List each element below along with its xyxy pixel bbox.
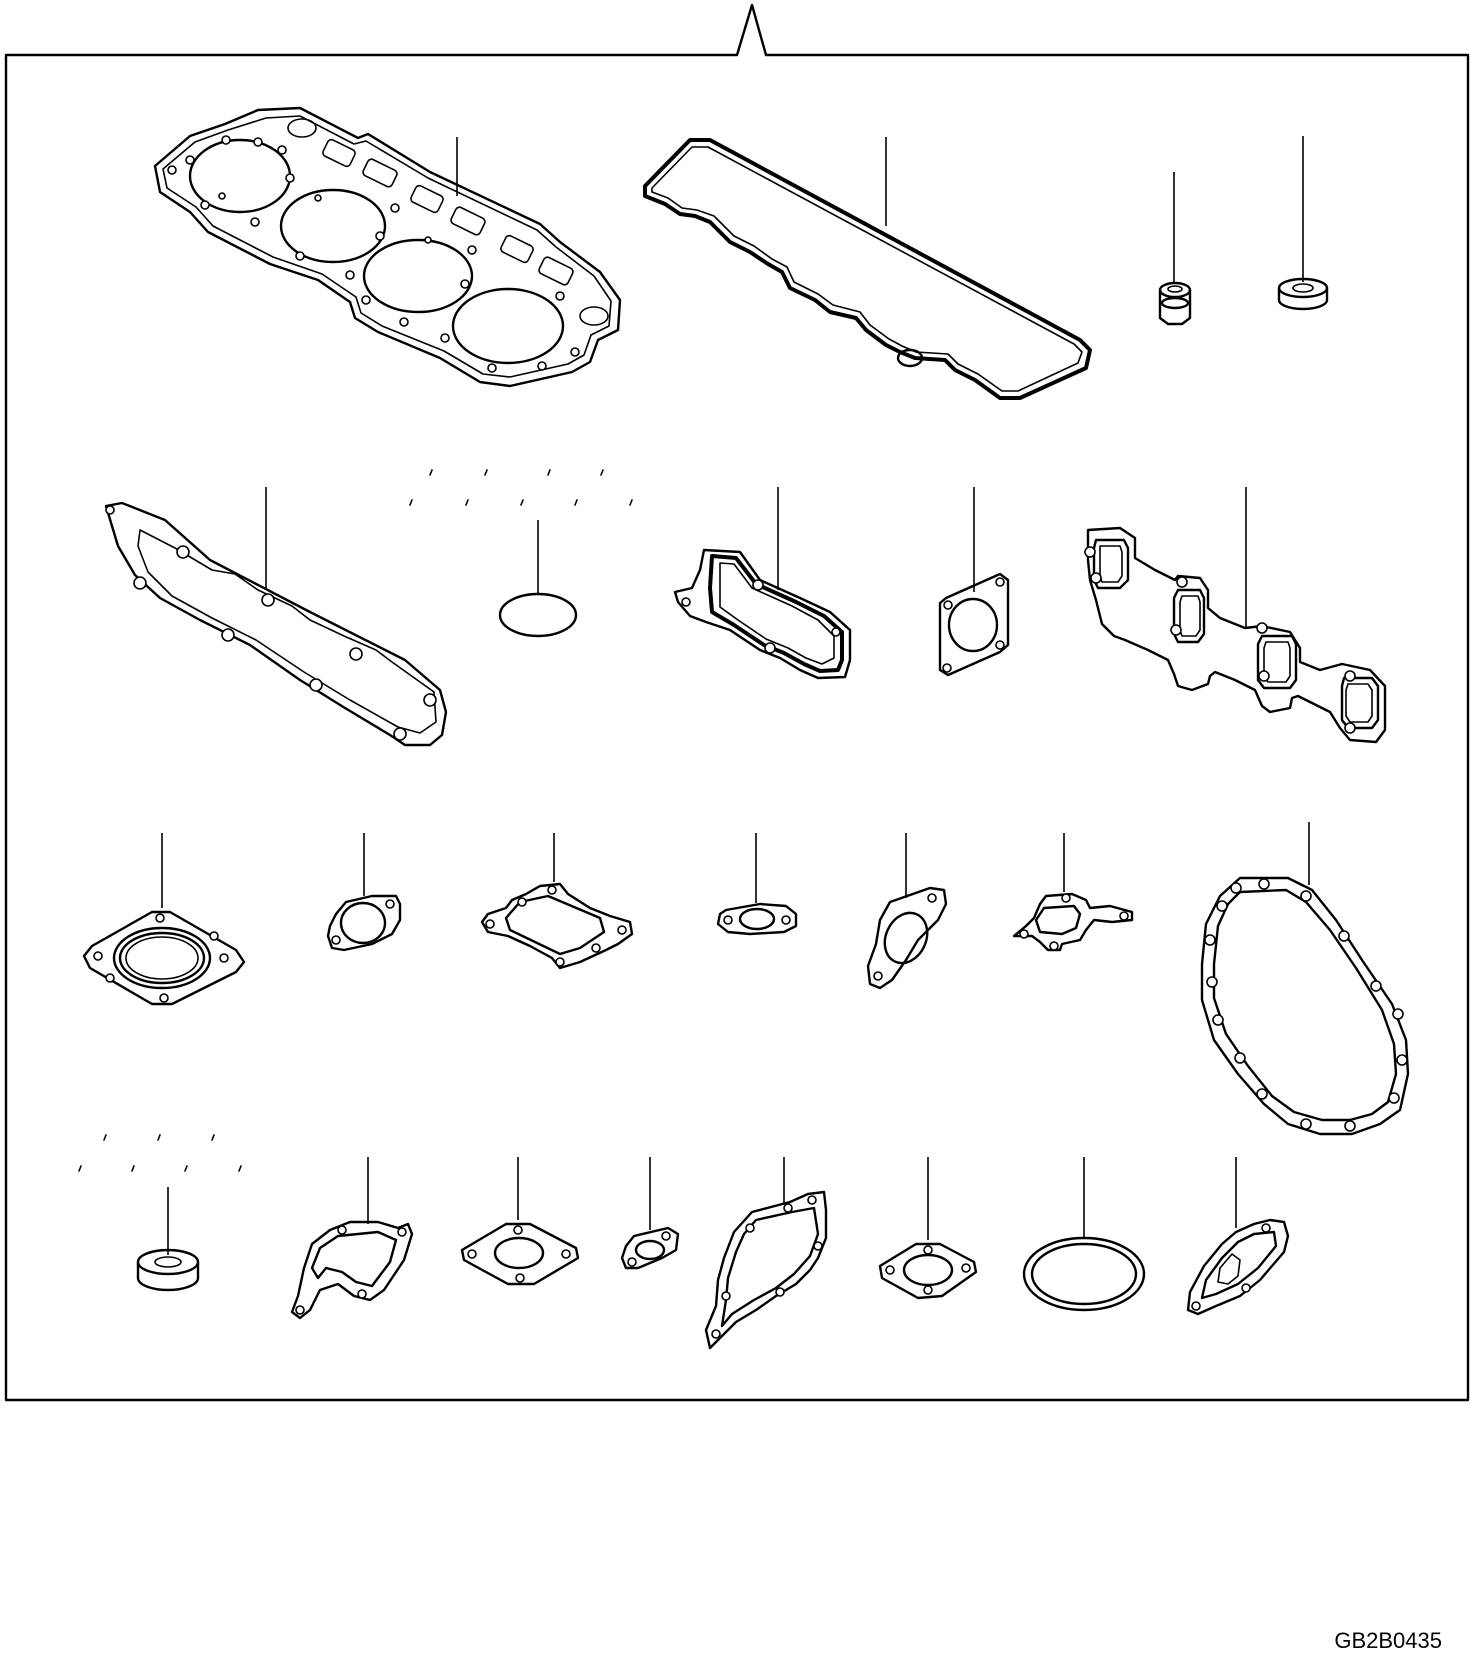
water-pump-gasket <box>292 1157 412 1318</box>
head-cover-gasket <box>645 137 1090 398</box>
cylinder-head-gasket <box>155 108 620 386</box>
thermostat-gasket <box>1014 833 1132 950</box>
quantity-marks-row2 <box>410 470 632 505</box>
oil-seal <box>138 1187 198 1290</box>
kit-frame <box>6 5 1468 1400</box>
flange-gasket-square <box>940 487 1008 675</box>
quantity-marks-row4 <box>79 1135 241 1171</box>
angled-flange-gasket <box>868 833 946 988</box>
oval-flange-gasket <box>328 833 400 950</box>
square-flange-gasket <box>880 1157 976 1298</box>
flywheel-housing-gasket <box>1202 822 1408 1134</box>
rectangular-cover-gasket <box>482 833 632 968</box>
square-port-gasket <box>462 1157 578 1284</box>
drawing-code: GB2B0435 <box>1334 1628 1442 1653</box>
intake-manifold-gasket <box>106 487 446 745</box>
side-cover-gasket <box>1188 1157 1288 1314</box>
rear-seal-gasket <box>84 833 244 1004</box>
small-oval-gasket <box>622 1157 678 1268</box>
small-flange-gasket <box>718 833 796 934</box>
sealing-washer <box>1279 136 1327 309</box>
cover-gasket <box>675 487 850 678</box>
large-o-ring <box>1024 1157 1144 1310</box>
exhaust-manifold-gasket <box>1085 487 1385 742</box>
timing-case-gasket <box>706 1157 826 1348</box>
o-ring <box>500 520 576 636</box>
valve-stem-seal <box>1160 172 1190 324</box>
